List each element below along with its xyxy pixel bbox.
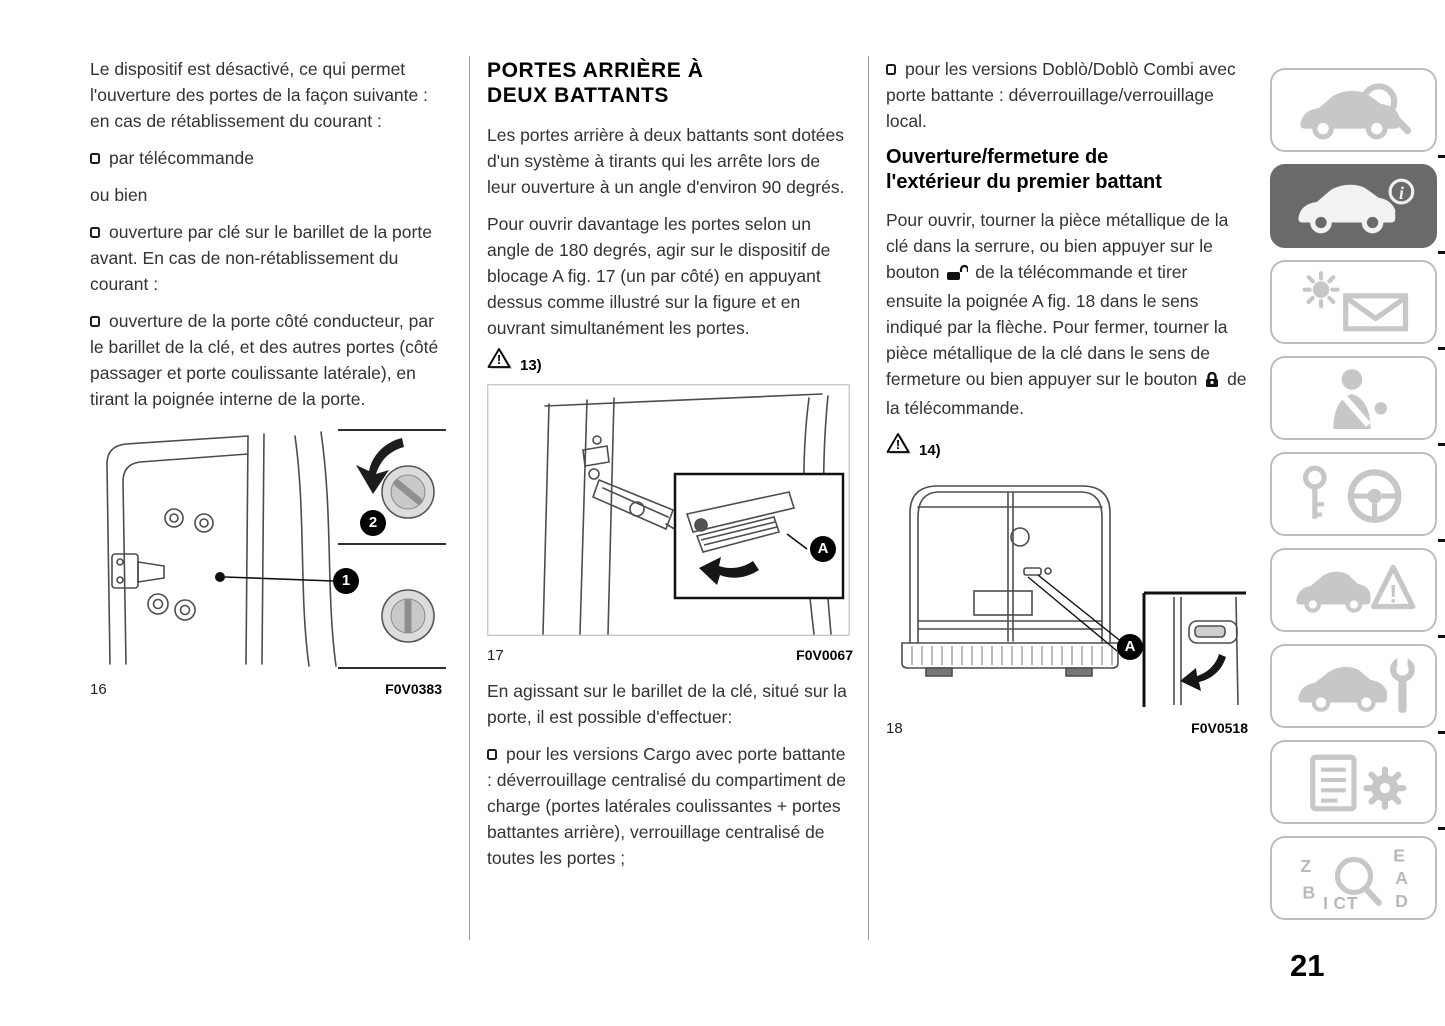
- warning-triangle-icon: !: [886, 432, 912, 459]
- bullet-square-icon: [487, 749, 497, 760]
- paragraph-text: Pour ouvrir, tourner la pièce métallique…: [886, 210, 1229, 282]
- sidebar-tab-vehicle-info[interactable]: i: [1270, 164, 1437, 248]
- column-3: pour les versions Doblò/Doblò Combi avec…: [886, 56, 1248, 737]
- remote-unlock-button-icon: [946, 262, 970, 288]
- svg-text:!: !: [497, 352, 501, 367]
- car-warning-triangle-icon: !: [1295, 564, 1415, 613]
- svg-text:D: D: [1395, 891, 1408, 911]
- list-item-text: ouverture de la porte côté conducteur, p…: [90, 311, 439, 409]
- svg-text:i: i: [1399, 183, 1404, 203]
- bullet-square-icon: [90, 227, 100, 238]
- edge-tick: [1438, 347, 1445, 350]
- section-heading: PORTES ARRIÈRE À DEUX BATTANTS: [487, 59, 704, 107]
- figure-18-illustration: [901, 485, 1246, 707]
- svg-text:T: T: [1346, 893, 1357, 911]
- svg-text:!: !: [1389, 581, 1397, 608]
- key-steering-icon: [1302, 465, 1401, 523]
- list-gear-icon: [1309, 754, 1407, 812]
- warning-ref: 14): [919, 442, 941, 459]
- list-item: pour les versions Doblò/Doblò Combi avec…: [886, 56, 1248, 134]
- car-magnifier-icon: [1299, 83, 1411, 140]
- edge-tick: [1438, 635, 1445, 638]
- svg-text:A: A: [1395, 868, 1408, 888]
- paragraph: Les portes arrière à deux battants sont …: [487, 125, 845, 197]
- list-item-text: ouverture par clé sur le barillet de la …: [90, 222, 432, 294]
- list-item-text: par télécommande: [109, 148, 254, 168]
- edge-tick: [1438, 251, 1445, 254]
- paragraph: Pour ouvrir davantage les portes selon u…: [487, 214, 831, 338]
- edge-tick: [1438, 731, 1445, 734]
- list-item-text: pour les versions Cargo avec porte batta…: [487, 744, 846, 868]
- paragraph: ou bien: [90, 185, 148, 205]
- sidebar-tab-safety[interactable]: [1270, 356, 1437, 440]
- bullet-square-icon: [90, 153, 100, 164]
- figure-16: 2 1 16 F0V0383: [90, 424, 446, 698]
- callout-badge: 1: [333, 568, 359, 594]
- light-envelope-icon: [1301, 271, 1408, 332]
- sidebar-tab-servicing-maintenance[interactable]: [1270, 644, 1437, 728]
- svg-text:Z: Z: [1300, 856, 1311, 876]
- svg-text:C: C: [1333, 893, 1346, 911]
- callout-badge: A: [1117, 634, 1143, 660]
- svg-text:!: !: [896, 437, 900, 452]
- bullet-square-icon: [90, 316, 100, 327]
- paragraph: En agissant sur le barillet de la clé, s…: [487, 681, 847, 727]
- column-2: PORTES ARRIÈRE À DEUX BATTANTS Les porte…: [487, 56, 853, 882]
- paragraph-text: de la télécommande.: [886, 369, 1247, 418]
- figure-code: F0V0518: [1191, 720, 1248, 736]
- figure-code: F0V0383: [385, 681, 442, 697]
- svg-text:E: E: [1393, 846, 1405, 866]
- sidebar-tab-starting-driving[interactable]: [1270, 452, 1437, 536]
- paragraph: Pour ouvrir, tourner la pièce métallique…: [886, 207, 1248, 421]
- paragraph-text: de la télécommande et tirer ensuite la p…: [886, 262, 1228, 389]
- sidebar-tab-technical-data[interactable]: [1270, 740, 1437, 824]
- list-item: ouverture par clé sur le barillet de la …: [90, 219, 442, 297]
- car-info-icon: i: [1297, 178, 1414, 234]
- figure-number: 17: [487, 647, 504, 664]
- page-number: 21: [1290, 948, 1325, 983]
- figure-number: 18: [886, 720, 903, 737]
- car-wrench-icon: [1297, 655, 1415, 713]
- svg-text:B: B: [1302, 883, 1315, 903]
- list-item-text: pour les versions Doblò/Doblò Combi avec…: [886, 59, 1236, 131]
- callout-badge: 2: [360, 510, 386, 536]
- paragraph: Le dispositif est désactivé, ce qui perm…: [90, 59, 428, 131]
- list-item: par télécommande: [90, 145, 442, 171]
- callout-badge: A: [810, 536, 836, 562]
- edge-tick: [1438, 155, 1445, 158]
- person-seatbelt-icon: [1332, 369, 1387, 429]
- list-item: pour les versions Cargo avec porte batta…: [487, 741, 853, 871]
- warning-note: ! 13): [487, 347, 853, 374]
- edge-tick: [1438, 827, 1445, 830]
- svg-text:I: I: [1323, 893, 1328, 911]
- warning-ref: 13): [520, 357, 542, 374]
- sidebar-tab-vehicle-overview[interactable]: [1270, 68, 1437, 152]
- remote-lock-button-icon: [1204, 369, 1220, 395]
- figure-17-illustration: [487, 384, 850, 636]
- list-item: ouverture de la porte côté conducteur, p…: [90, 308, 442, 412]
- sidebar-tab-warning-lights-messages[interactable]: [1270, 260, 1437, 344]
- bullet-square-icon: [886, 64, 896, 75]
- column-1: Le dispositif est désactivé, ce qui perm…: [90, 56, 446, 698]
- column-divider: [469, 56, 470, 940]
- warning-triangle-icon: !: [487, 347, 513, 374]
- section-heading: Ouverture/fermeture de l'extérieur du pr…: [886, 146, 1162, 193]
- figure-18: A 18 F0V0518: [886, 471, 1248, 737]
- figure-number: 16: [90, 681, 107, 698]
- figure-16-illustration: [106, 429, 446, 669]
- edge-tick: [1438, 443, 1445, 446]
- warning-note: ! 14): [886, 432, 1248, 459]
- column-divider: [868, 56, 869, 940]
- figure-code: F0V0067: [796, 647, 853, 663]
- sidebar-tab-emergency[interactable]: !: [1270, 548, 1437, 632]
- edge-tick: [1438, 539, 1445, 542]
- figure-17: A 17 F0V0067: [487, 384, 853, 664]
